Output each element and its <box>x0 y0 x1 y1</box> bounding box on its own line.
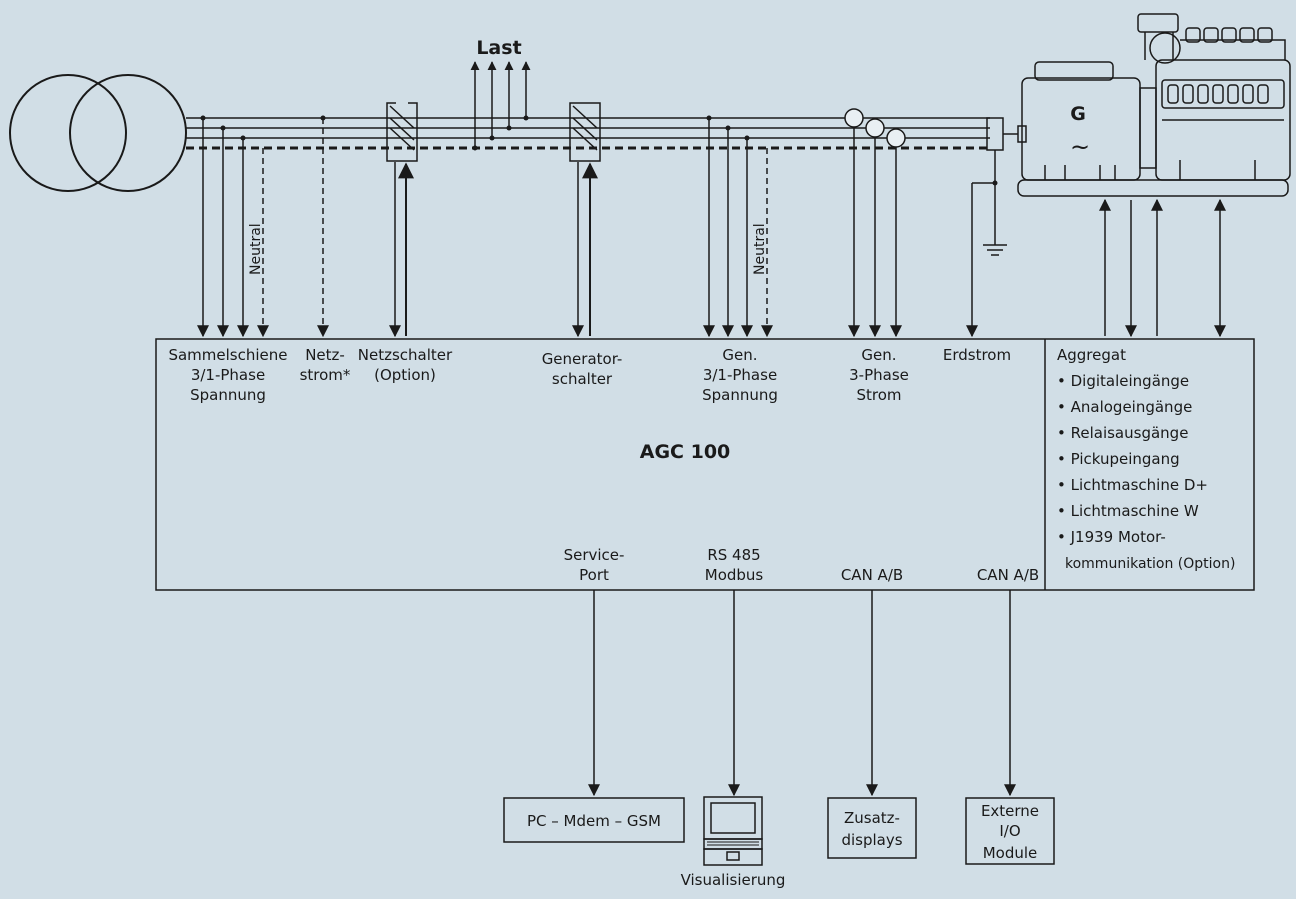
mains-breaker-symbol <box>386 102 418 162</box>
svg-text:Modbus: Modbus <box>705 566 764 584</box>
svg-text:Sammelschiene: Sammelschiene <box>168 346 287 364</box>
generator-symbol-label: G <box>1070 103 1086 125</box>
aggregat-item: • Lichtmaschine D+ <box>1057 476 1208 494</box>
external-io-box: Externe I/O Module <box>965 797 1055 865</box>
svg-text:3/1-Phase: 3/1-Phase <box>703 366 777 384</box>
svg-text:strom*: strom* <box>300 366 351 384</box>
busbar-voltage-wires <box>197 118 269 338</box>
svg-text:PC – Mdem – GSM: PC – Mdem – GSM <box>527 812 661 830</box>
svg-text:Zusatz-: Zusatz- <box>844 809 900 827</box>
generator-breaker-symbol <box>569 102 601 162</box>
svg-text:3-Phase: 3-Phase <box>849 366 909 384</box>
aggregat-item: • Pickupeingang <box>1057 450 1180 468</box>
generator-ac-symbol: ~ <box>1070 133 1090 161</box>
gen-current-label: Gen. 3-Phase Strom <box>849 346 909 404</box>
svg-text:Spannung: Spannung <box>190 386 266 404</box>
visualisation-label: Visualisierung <box>681 871 786 889</box>
service-port-label: Service- Port <box>564 546 625 584</box>
aggregat-item: • Lichtmaschine W <box>1057 502 1199 520</box>
svg-text:displays: displays <box>841 831 902 849</box>
neutral-label-busbar: Neutral <box>248 223 264 275</box>
busbar-voltage-label: Sammelschiene 3/1-Phase Spannung <box>168 346 287 404</box>
gen-voltage-label: Gen. 3/1-Phase Spannung <box>702 346 778 404</box>
earth-current-label: Erdstrom <box>943 346 1011 364</box>
gen-voltage-wires <box>703 118 773 338</box>
rs485-port-label: RS 485 Modbus <box>705 546 764 584</box>
output-wires <box>588 590 1016 797</box>
can-port-label-2: CAN A/B <box>977 566 1039 584</box>
load-label: Last <box>476 37 521 59</box>
agc-controller-box <box>155 338 1255 591</box>
svg-text:Spannung: Spannung <box>702 386 778 404</box>
laptop-icon <box>703 796 763 866</box>
svg-text:Gen.: Gen. <box>722 346 757 364</box>
svg-text:3/1-Phase: 3/1-Phase <box>191 366 265 384</box>
aggregat-item: kommunikation (Option) <box>1065 556 1235 572</box>
aggregat-title: Aggregat <box>1057 346 1126 364</box>
transformer-symbol <box>9 74 187 192</box>
aggregat-item: • J1939 Motor- <box>1057 528 1166 546</box>
mains-breaker-label: Netzschalter (Option) <box>358 346 453 384</box>
svg-text:Module: Module <box>983 844 1038 862</box>
generator-engine <box>1017 13 1291 197</box>
load-arrows <box>470 61 531 148</box>
svg-text:Port: Port <box>579 566 609 584</box>
aggregat-list: Aggregat • Digitaleingänge • Analogeingä… <box>1057 346 1235 572</box>
current-transformers <box>844 108 906 338</box>
svg-text:Netzschalter: Netzschalter <box>358 346 453 364</box>
engine-io-arrows <box>1099 198 1226 338</box>
aggregat-item: • Analogeingänge <box>1057 398 1192 416</box>
svg-text:Generator-: Generator- <box>542 350 623 368</box>
svg-text:Strom: Strom <box>856 386 901 404</box>
can-port-label-1: CAN A/B <box>841 566 903 584</box>
svg-text:(Option): (Option) <box>374 366 436 384</box>
earth-connection <box>966 117 1018 338</box>
svg-text:Externe: Externe <box>981 802 1039 820</box>
controller-title: AGC 100 <box>640 441 731 463</box>
extra-displays-box: Zusatz- displays <box>827 797 917 859</box>
aggregat-item: • Digitaleingänge <box>1057 372 1189 390</box>
svg-text:I/O: I/O <box>999 822 1020 840</box>
svg-text:RS 485: RS 485 <box>707 546 760 564</box>
svg-text:Gen.: Gen. <box>861 346 896 364</box>
pc-modem-gsm-box: PC – Mdem – GSM <box>503 797 685 843</box>
neutral-label-gen: Neutral <box>752 223 768 275</box>
aggregat-item: • Relaisausgänge <box>1057 424 1188 442</box>
svg-text:Netz-: Netz- <box>305 346 345 364</box>
mains-current-label: Netz- strom* <box>300 346 351 384</box>
svg-text:schalter: schalter <box>552 370 613 388</box>
gen-breaker-label: Generator- schalter <box>542 350 623 388</box>
svg-text:Service-: Service- <box>564 546 625 564</box>
